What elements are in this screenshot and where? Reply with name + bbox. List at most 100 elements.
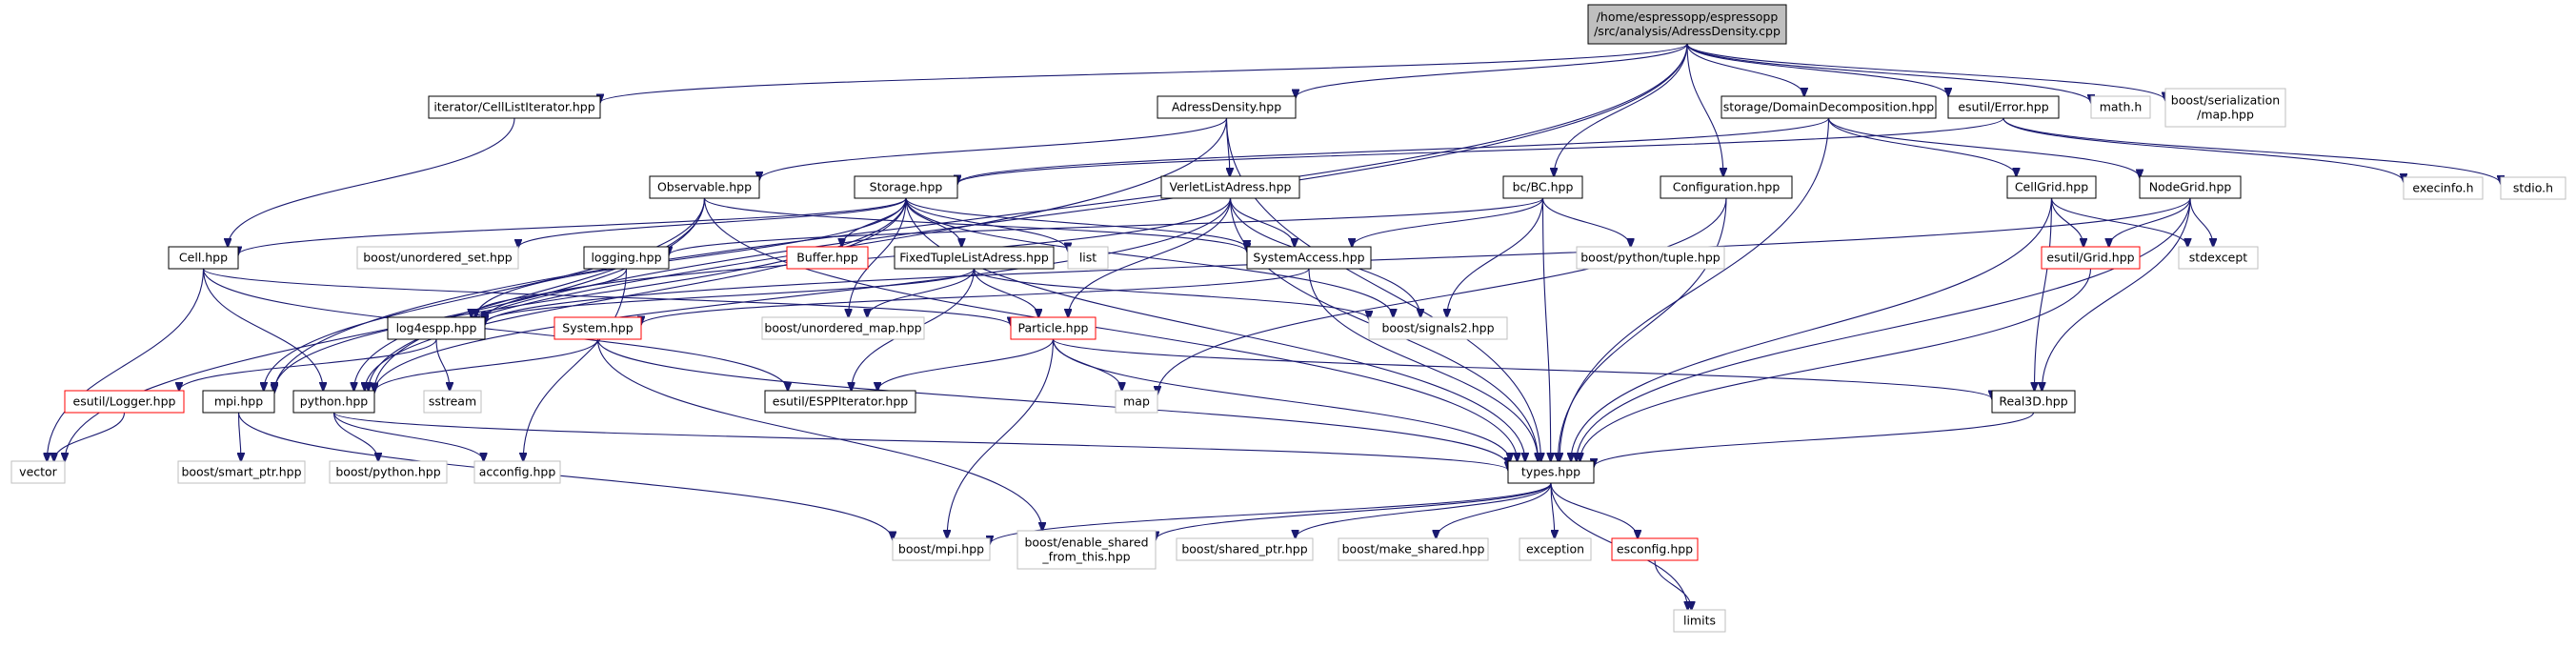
edge-fixed_tuple_list_adress-to-log4espp xyxy=(485,268,976,323)
edge-nodegrid-to-types xyxy=(1577,197,2191,461)
edge-verlet_list_adress-to-particle xyxy=(1068,197,1232,317)
node-box xyxy=(1673,609,1726,633)
node-esp_iterator[interactable]: esutil/ESPPIterator.hpp xyxy=(764,390,916,414)
edge-domain_decomposition-to-nodegrid xyxy=(1827,117,2141,177)
node-box xyxy=(329,460,448,484)
edge-cell-to-vector xyxy=(47,268,205,461)
node-smart_ptr: boost/smart_ptr.hpp xyxy=(177,460,306,484)
node-box xyxy=(1338,537,1489,561)
edge-esutil_error-to-storage xyxy=(957,117,2004,184)
node-box xyxy=(2006,175,2097,199)
node-label: boost/shared_ptr.hpp xyxy=(1181,542,1307,556)
edge-python-to-types xyxy=(332,412,1509,470)
node-label: limits xyxy=(1683,614,1716,628)
node-box xyxy=(202,390,275,414)
node-box xyxy=(854,175,958,199)
node-label: mpi.hpp xyxy=(214,394,263,409)
node-label: /src/analysis/AdressDensity.cpp xyxy=(1594,24,1781,38)
node-observable[interactable]: Observable.hpp xyxy=(649,175,760,199)
node-box xyxy=(2164,88,2286,128)
node-bc[interactable]: bc/BC.hpp xyxy=(1502,175,1583,199)
edge-fixed_tuple_list_adress-to-particle xyxy=(973,268,1039,317)
node-label: Cell.hpp xyxy=(179,251,228,265)
node-cell[interactable]: Cell.hpp xyxy=(168,246,239,270)
edge-esutil_error-to-execinfo xyxy=(2002,117,2404,182)
node-label: /map.hpp xyxy=(2197,108,2254,122)
node-label: esconfig.hpp xyxy=(1617,542,1693,556)
node-real3d[interactable]: Real3D.hpp xyxy=(1991,390,2076,414)
node-esconfig[interactable]: esconfig.hpp xyxy=(1611,537,1699,561)
node-domain_decomposition[interactable]: storage/DomainDecomposition.hpp xyxy=(1721,95,1937,119)
node-esutil_logger[interactable]: esutil/Logger.hpp xyxy=(64,390,185,414)
edge-storage-to-unordered_set xyxy=(518,197,907,248)
node-nodegrid[interactable]: NodeGrid.hpp xyxy=(2139,175,2242,199)
node-label: bc/BC.hpp xyxy=(1513,180,1574,194)
node-box xyxy=(1157,95,1297,119)
node-vector: vector xyxy=(10,460,66,484)
node-shared_ptr: boost/shared_ptr.hpp xyxy=(1176,537,1314,561)
node-box xyxy=(2403,176,2484,200)
edge-cellgrid-to-esutil_grid xyxy=(2050,197,2084,247)
node-logging[interactable]: logging.hpp xyxy=(583,246,670,270)
node-cell_list_iterator[interactable]: iterator/CellListIterator.hpp xyxy=(428,95,601,119)
node-box xyxy=(168,246,239,270)
node-box xyxy=(892,537,991,561)
edge-types-to-esconfig xyxy=(1550,482,1638,538)
edge-root-to-configuration xyxy=(1686,43,1723,176)
edge-domain_decomposition-to-cellgrid xyxy=(1827,117,2017,176)
edge-bc-to-system_access xyxy=(1352,197,1544,247)
edge-esconfig-to-limits xyxy=(1654,559,1692,610)
node-esutil_grid[interactable]: esutil/Grid.hpp xyxy=(2041,246,2141,270)
edge-log4espp-to-sstream xyxy=(435,338,450,391)
edge-configuration-to-types xyxy=(1558,197,1727,461)
node-box xyxy=(1010,316,1097,340)
node-label: stdio.h xyxy=(2513,181,2553,195)
node-storage[interactable]: Storage.hpp xyxy=(854,175,958,199)
node-label: Storage.hpp xyxy=(870,180,943,194)
edge-system-to-types xyxy=(596,338,1509,466)
edge-bc-to-signals2 xyxy=(1447,197,1544,317)
node-particle[interactable]: Particle.hpp xyxy=(1010,316,1097,340)
node-types[interactable]: types.hpp xyxy=(1507,460,1595,484)
node-cellgrid[interactable]: CellGrid.hpp xyxy=(2006,175,2097,199)
node-root[interactable]: /home/espressopp/espressopp/src/analysis… xyxy=(1587,4,1787,45)
node-fixed_tuple_list_adress[interactable]: FixedTupleListAdress.hpp xyxy=(894,246,1055,270)
node-system[interactable]: System.hpp xyxy=(553,316,642,340)
node-label: boost/make_shared.hpp xyxy=(1342,542,1485,556)
node-label: SystemAccess.hpp xyxy=(1253,251,1364,265)
node-label: list xyxy=(1079,251,1097,265)
node-label: boost/unordered_map.hpp xyxy=(764,321,921,335)
edge-nodegrid-to-esutil_grid xyxy=(2109,197,2191,247)
node-adress_density[interactable]: AdressDensity.hpp xyxy=(1157,95,1297,119)
edge-nodegrid-to-real3d xyxy=(2042,197,2191,391)
node-esutil_error[interactable]: esutil/Error.hpp xyxy=(1947,95,2060,119)
edge-particle-to-real3d xyxy=(1052,338,1993,399)
node-label: map xyxy=(1123,394,1150,409)
node-box xyxy=(1502,175,1583,199)
node-label: logging.hpp xyxy=(591,251,661,265)
node-box xyxy=(1507,460,1595,484)
node-box xyxy=(1016,530,1157,570)
node-label: storage/DomainDecomposition.hpp xyxy=(1723,100,1935,114)
node-mpi[interactable]: mpi.hpp xyxy=(202,390,275,414)
node-configuration[interactable]: Configuration.hpp xyxy=(1660,175,1793,199)
node-math_h: math.h xyxy=(2090,95,2151,119)
node-make_shared: boost/make_shared.hpp xyxy=(1338,537,1489,561)
edge-types-to-shared_ptr xyxy=(1296,482,1552,538)
node-box xyxy=(1176,537,1314,561)
edge-bc-to-types xyxy=(1541,197,1551,461)
node-label: boost/smart_ptr.hpp xyxy=(181,465,301,479)
edge-fixed_tuple_list_adress-to-signals2 xyxy=(973,268,1370,319)
node-system_access[interactable]: SystemAccess.hpp xyxy=(1246,246,1372,270)
node-verlet_list_adress[interactable]: VerletListAdress.hpp xyxy=(1160,175,1300,199)
edge-storage-to-system_access xyxy=(905,197,1247,249)
node-python[interactable]: python.hpp xyxy=(292,390,375,414)
node-buffer[interactable]: Buffer.hpp xyxy=(786,246,869,270)
node-log4espp[interactable]: log4espp.hpp xyxy=(387,316,486,340)
node-label: boost/python.hpp xyxy=(335,465,440,479)
node-label: esutil/Error.hpp xyxy=(1958,100,2048,114)
edge-mpi-to-boost_mpi xyxy=(237,412,894,540)
edge-root-to-cell_list_iterator xyxy=(600,43,1688,103)
node-label: VerletListAdress.hpp xyxy=(1170,180,1292,194)
